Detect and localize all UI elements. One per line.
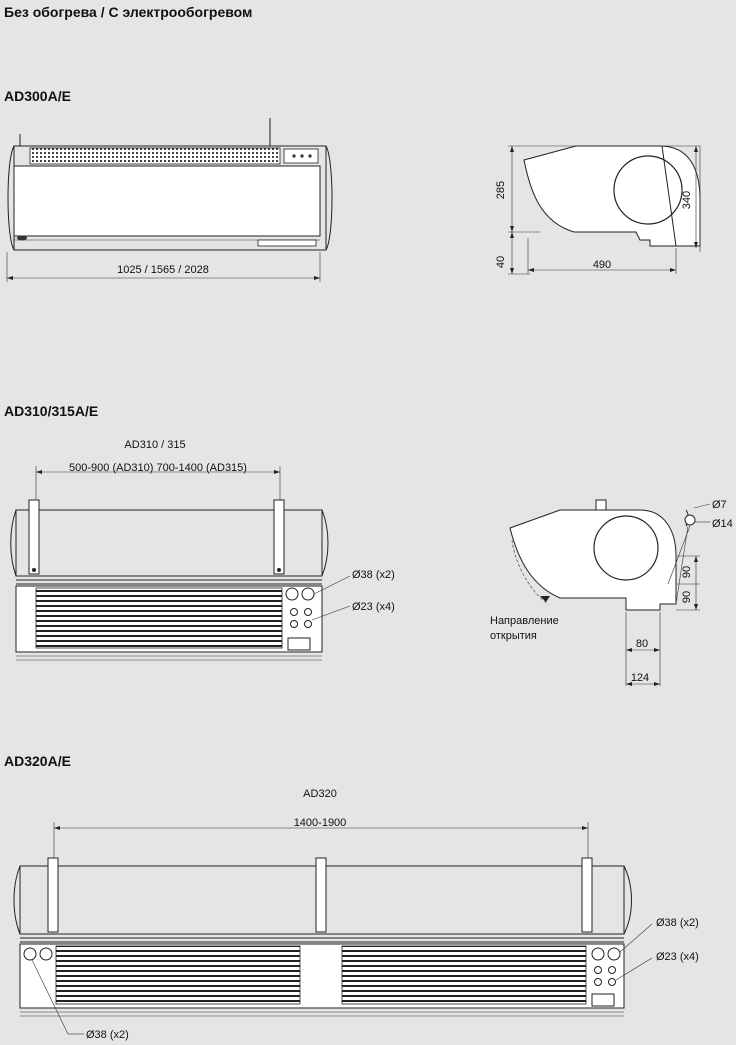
ad300-side-view bbox=[523, 145, 701, 247]
ad310-open-direction-line1: Направление bbox=[490, 615, 559, 627]
ad310-d7-label: Ø7 bbox=[712, 499, 727, 511]
ad300-depth-490: 490 bbox=[593, 259, 611, 271]
ad310-dim-80: 80 bbox=[636, 638, 648, 650]
ad300-front-view bbox=[7, 118, 333, 251]
ad310-d14-label: Ø14 bbox=[712, 518, 733, 530]
ad310-d38-label: Ø38 (x2) bbox=[352, 569, 395, 581]
ad320-d38-bottom-label: Ø38 (x2) bbox=[86, 1029, 129, 1041]
page-title: Без обогрева / С электрообогревом bbox=[4, 4, 253, 20]
ad310-d23-label: Ø23 (x4) bbox=[352, 601, 395, 613]
ad320-d38-right-label: Ø38 (x2) bbox=[656, 917, 699, 929]
ad310-dim-124: 124 bbox=[631, 672, 649, 684]
ad310-model-label: AD310 / 315 bbox=[124, 439, 185, 451]
ad320-range-label: 1400-1900 bbox=[294, 817, 347, 829]
ad300-height-40: 40 bbox=[495, 256, 507, 268]
section-title-ad300: AD300A/E bbox=[4, 88, 71, 104]
ad300-height-340: 340 bbox=[681, 191, 693, 209]
ad310-side-view: Ø7 Ø14 90 90 80 124 Направление открытия bbox=[490, 499, 733, 686]
section-title-ad310: AD310/315A/E bbox=[4, 403, 99, 419]
ad300-height-285: 285 bbox=[495, 181, 507, 199]
ad300-width-label: 1025 / 1565 / 2028 bbox=[117, 264, 209, 276]
ad310-range-label: 500-900 (AD310) 700-1400 (AD315) bbox=[69, 462, 247, 474]
ad310-open-direction-line2: открытия bbox=[490, 630, 537, 642]
ad320-d23-label: Ø23 (x4) bbox=[656, 951, 699, 963]
ad320-model-label: AD320 bbox=[303, 788, 337, 800]
ad300-side-dimensions: 285 40 340 490 bbox=[495, 145, 701, 275]
ad310-dim-90a: 90 bbox=[681, 566, 693, 578]
ad320-front-view: AD320 1400-1900 Ø38 (x2) Ø23 (x4) bbox=[13, 788, 699, 1041]
ad300-width-dimension: 1025 / 1565 / 2028 bbox=[6, 252, 321, 282]
section-title-ad320: AD320A/E bbox=[4, 753, 71, 769]
ad310-front-view: AD310 / 315 500-900 (AD310) 700-1400 (AD… bbox=[10, 439, 395, 661]
ad310-dim-90b: 90 bbox=[681, 591, 693, 603]
